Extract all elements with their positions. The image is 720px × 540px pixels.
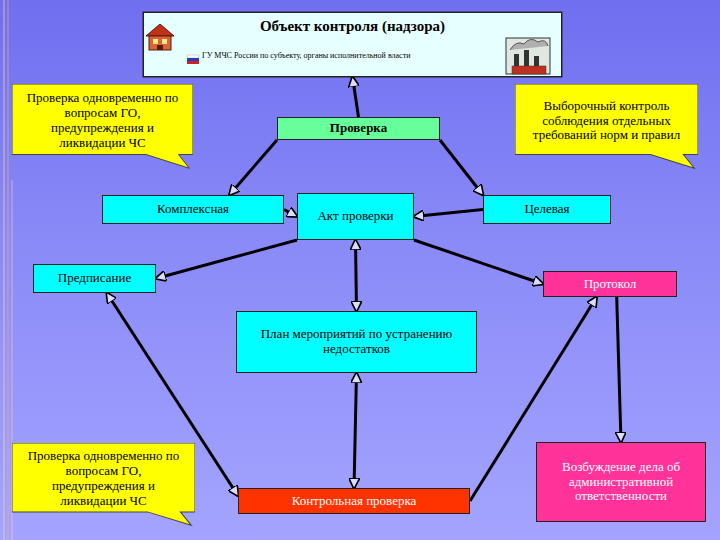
node-label: Возбуждение дела об административной отв…	[543, 460, 699, 505]
process-box: Комплексная	[102, 195, 284, 224]
callout-outline	[12, 84, 193, 168]
connector-arrow	[617, 297, 621, 442]
node-label: Проверка	[284, 121, 433, 136]
callout-outline	[12, 443, 195, 525]
node-label: Целевая	[490, 202, 604, 217]
left-stripes	[4, 0, 12, 540]
process-box: Предписание	[33, 264, 156, 293]
node-label: План мероприятий по устранению недостатк…	[243, 327, 470, 357]
connector-arrow	[354, 373, 357, 488]
callout-note: Проверка одновременно по вопросам ГО, пр…	[12, 443, 195, 527]
node-label: Комплексная	[109, 202, 277, 217]
connector-arrow	[353, 77, 359, 117]
connector-arrow	[414, 240, 543, 284]
node-label: Объект контроля (надзора)	[150, 18, 555, 35]
callout-note: Проверка одновременно по вопросам ГО, пр…	[12, 84, 193, 170]
object-box: Объект контроля (надзора) ГУ МЧС России п…	[143, 12, 562, 77]
connector-arrow	[156, 240, 297, 279]
node-label: Проверка одновременно по вопросам ГО, пр…	[18, 449, 189, 509]
callout-note: Выборочный контроль соблюдения отдельных…	[515, 84, 698, 170]
process-box: Протокол	[543, 271, 677, 297]
process-box: Целевая	[483, 195, 611, 224]
flag-icon	[187, 55, 199, 64]
factory-icon	[506, 38, 550, 74]
process-box: Возбуждение дела об административной отв…	[536, 442, 706, 522]
process-box: План мероприятий по устранению недостатк…	[236, 311, 477, 373]
object-box-fill	[143, 12, 562, 77]
process-box: Акт проверки	[297, 193, 414, 240]
node-label: Протокол	[550, 277, 670, 292]
connector-arrow	[414, 210, 483, 217]
connector-arrow	[229, 140, 277, 195]
process-box: Контрольная проверка	[238, 488, 470, 514]
callout-outline	[515, 84, 698, 168]
connector-arrow	[440, 140, 483, 195]
node-label: Предписание	[40, 271, 149, 286]
node-label: Акт проверки	[304, 209, 407, 224]
house-icon	[146, 24, 174, 50]
node-label: Выборочный контроль соблюдения отдельных…	[521, 99, 692, 144]
connector-arrow	[284, 210, 297, 217]
node-sublabel: ГУ МЧС России по субъекту, органы исполн…	[150, 51, 555, 60]
connector-arrow	[356, 240, 357, 311]
node-label: Контрольная проверка	[245, 494, 463, 509]
process-box: Проверка	[277, 117, 440, 140]
node-label: Проверка одновременно по вопросам ГО, пр…	[18, 91, 187, 151]
